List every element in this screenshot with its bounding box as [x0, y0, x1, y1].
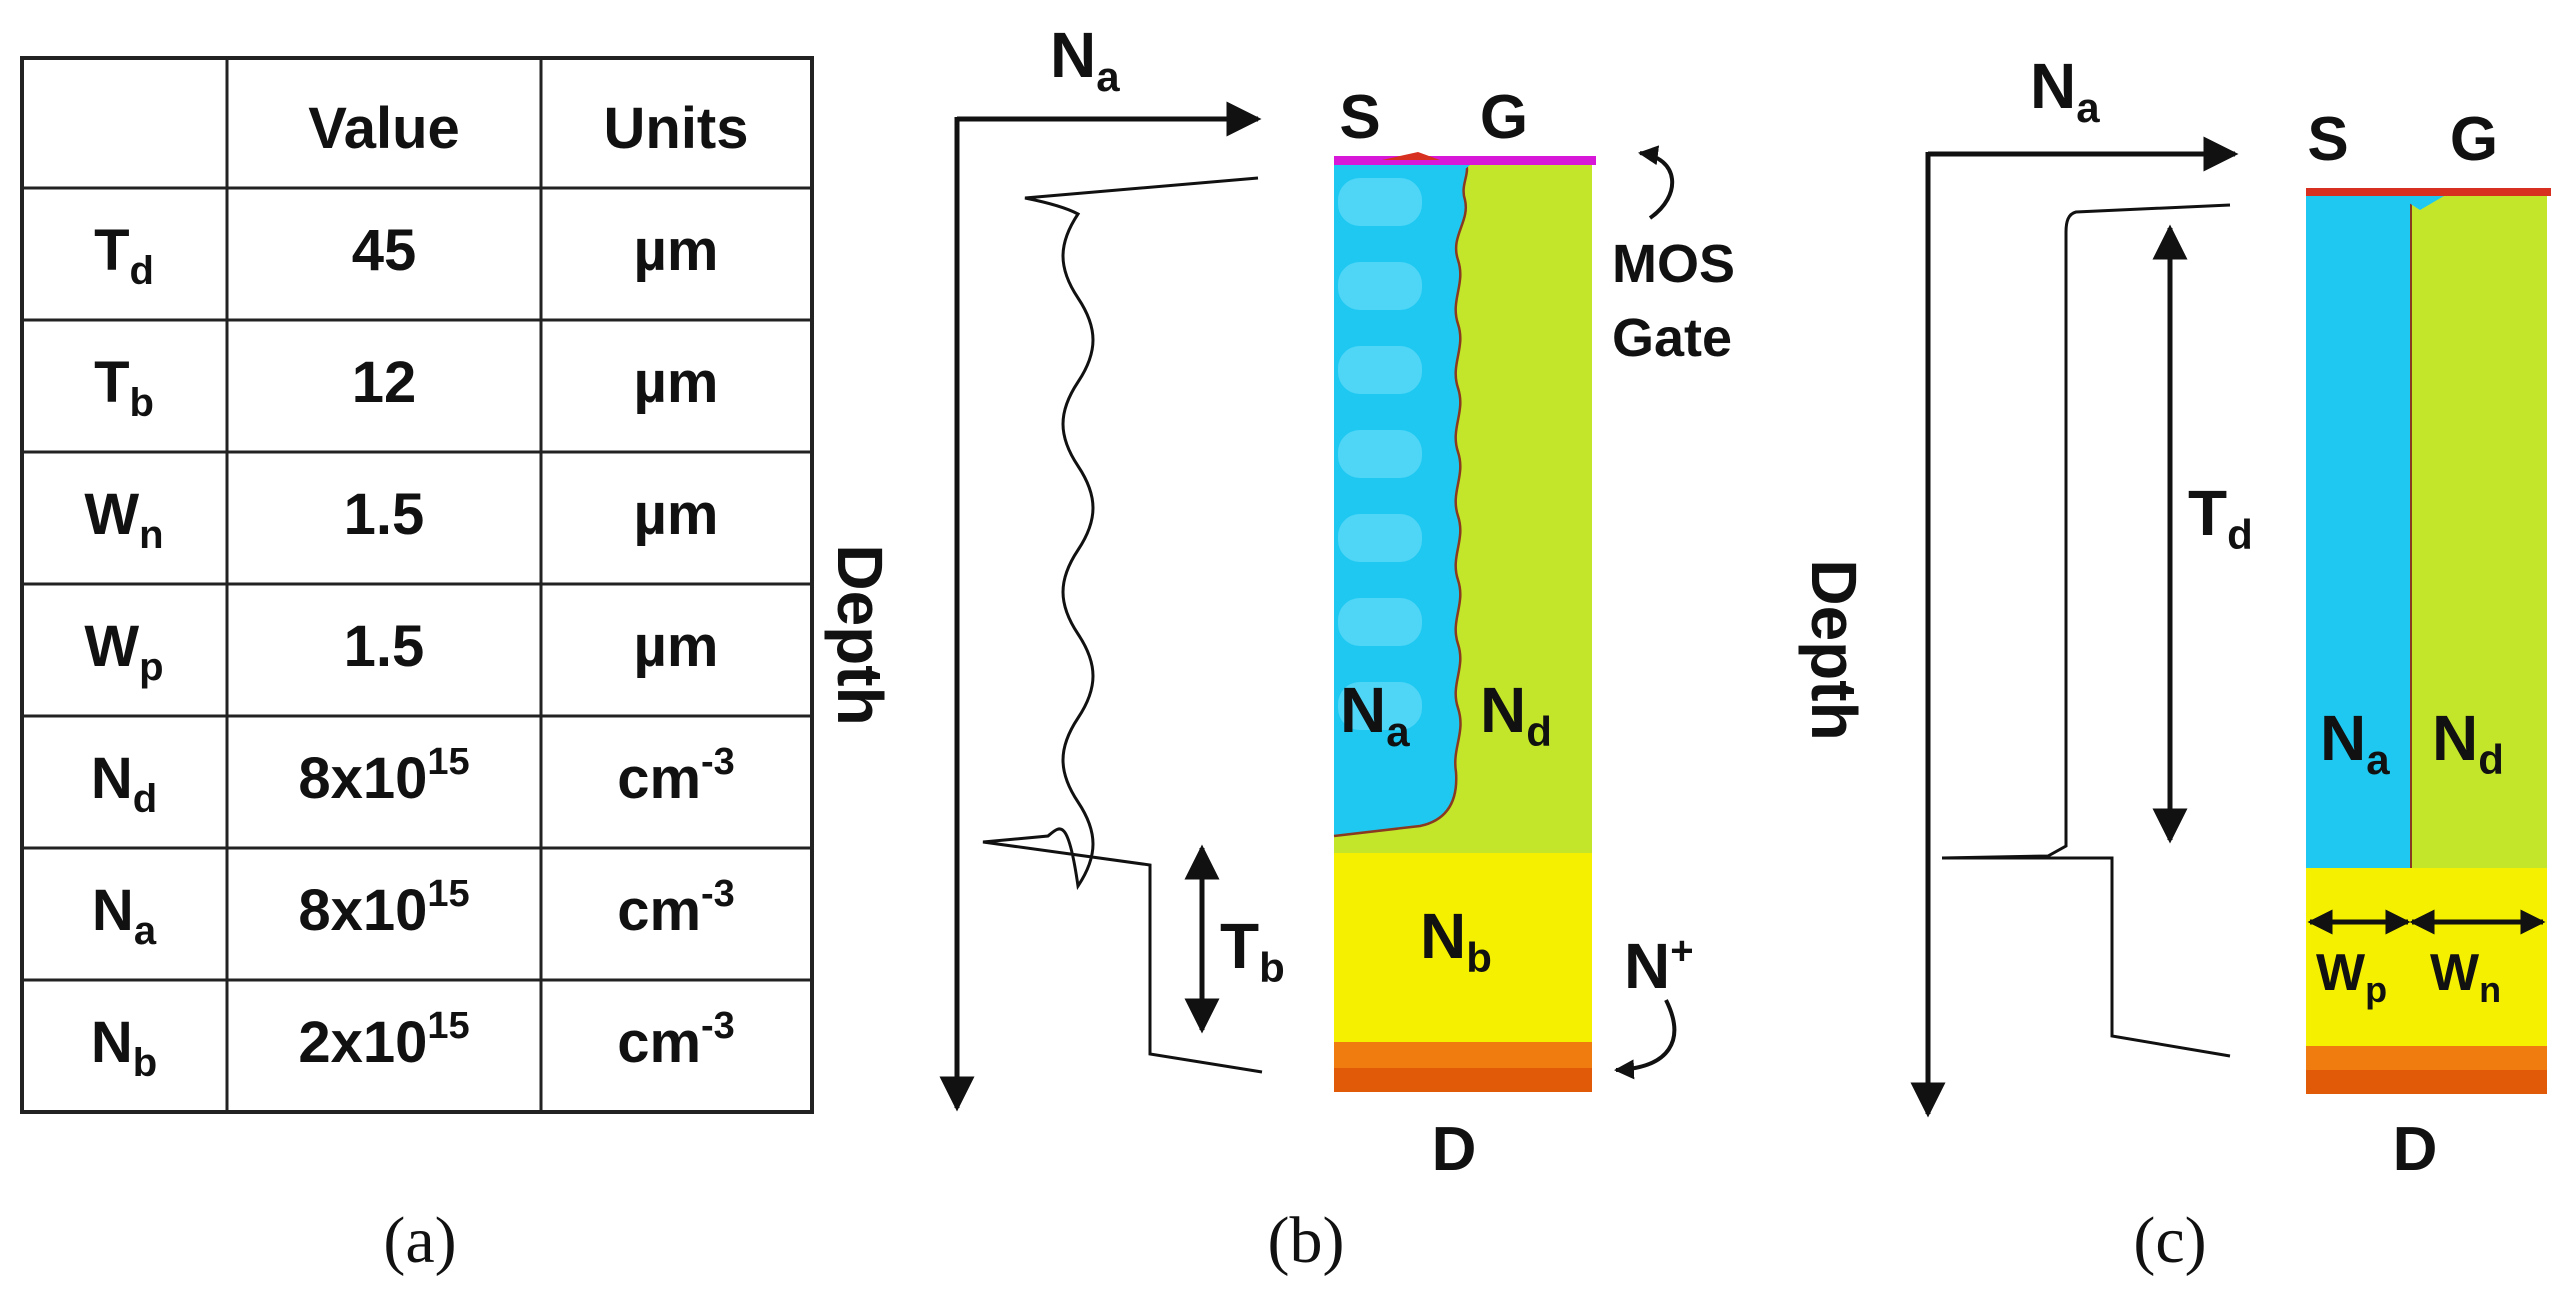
- table-row: Wp 1.5 µm: [84, 614, 718, 689]
- param-name: Nb: [91, 1010, 157, 1085]
- table-header-row: Value Units: [308, 96, 748, 161]
- param-units: µm: [634, 218, 719, 283]
- wn-label: Wn: [2430, 944, 2501, 1010]
- terminal-d-c: D: [2393, 1115, 2438, 1184]
- doping-profile-c: [1941, 203, 2231, 1058]
- param-value: 2x1015: [298, 1005, 469, 1075]
- param-value: 8x1015: [298, 741, 469, 811]
- caption-b: (b): [1268, 1204, 1345, 1277]
- terminal-s-c: S: [2307, 105, 2348, 174]
- gate-pointer-arrow: [1638, 145, 1675, 220]
- table-row: Tb 12 µm: [94, 350, 718, 425]
- param-units: µm: [634, 482, 719, 547]
- region-na-b: Na: [1340, 674, 1410, 755]
- na-axis-label-b: Na: [1050, 19, 1120, 100]
- param-value: 1.5: [344, 482, 425, 547]
- param-name: Td: [94, 218, 154, 293]
- panel-c: Na Depth Td S G D Na Nd Wp Wn: [1798, 50, 2551, 1184]
- table-row: Nb 2x1015 cm-3: [91, 1005, 735, 1085]
- param-units: cm-3: [617, 741, 735, 811]
- terminal-d-b: D: [1432, 1115, 1477, 1184]
- terminal-g-c: G: [2450, 105, 2498, 174]
- substrate-b: [1334, 1040, 1592, 1068]
- nplus-label: N+: [1624, 929, 1694, 1002]
- gate-note-line2: Gate: [1612, 308, 1732, 368]
- na-axis-label-c: Na: [2030, 50, 2100, 131]
- param-name: Nd: [91, 746, 157, 821]
- param-name: Tb: [94, 350, 154, 425]
- p-implant-bubbles-b: [1338, 178, 1422, 730]
- buffer-layer-c: [2306, 866, 2547, 1046]
- gate-note-line1: MOS: [1612, 234, 1735, 294]
- region-nd-c: Nd: [2432, 702, 2504, 783]
- param-value: 12: [352, 350, 417, 415]
- param-name: Na: [92, 878, 157, 953]
- gate-oxide-b: [1334, 156, 1596, 165]
- param-name: Wn: [84, 482, 163, 557]
- param-value: 1.5: [344, 614, 425, 679]
- region-na-c: Na: [2320, 702, 2390, 783]
- gate-oxide-c: [2306, 188, 2551, 196]
- panel-b: Na Depth Tb S G D MOS Gate Na: [824, 19, 1735, 1184]
- channel-tip-b: [1430, 165, 1470, 180]
- depth-label-b: Depth: [824, 544, 896, 725]
- param-value: 8x1015: [298, 873, 469, 943]
- param-units: µm: [634, 614, 719, 679]
- depth-label-c: Depth: [1798, 559, 1870, 740]
- channel-tip-c: [2398, 196, 2444, 210]
- caption-c: (c): [2133, 1204, 2206, 1277]
- terminal-g-b: G: [1480, 83, 1528, 152]
- tb-label: Tb: [1220, 910, 1285, 991]
- terminal-s-b: S: [1339, 83, 1380, 152]
- region-nd-b: Nd: [1480, 674, 1552, 755]
- region-nb-b: Nb: [1420, 900, 1492, 981]
- table-row: Wn 1.5 µm: [84, 482, 718, 557]
- nplus-pointer-arrow: [1614, 999, 1677, 1080]
- header-value: Value: [308, 96, 460, 161]
- buffer-layer-b: [1334, 852, 1592, 1042]
- doping-profile-b: [982, 176, 1263, 1074]
- substrate-c: [2306, 1044, 2547, 1070]
- caption-a: (a): [383, 1204, 456, 1277]
- p-pillar-c: [2306, 194, 2411, 868]
- wp-label: Wp: [2316, 944, 2387, 1010]
- table-row: Nd 8x1015 cm-3: [91, 741, 735, 821]
- param-units: cm-3: [617, 873, 735, 943]
- p-pillar-b: [1334, 163, 1467, 836]
- param-name: Wp: [84, 614, 163, 689]
- p-pillar-edge-b: [1333, 162, 1469, 838]
- param-value: 45: [352, 218, 417, 283]
- header-units: Units: [604, 96, 749, 161]
- td-label: Td: [2188, 477, 2253, 558]
- table-row: Na 8x1015 cm-3: [92, 873, 735, 953]
- table-row: Td 45 µm: [94, 218, 718, 293]
- source-contact-b: [1382, 152, 1440, 160]
- param-units: cm-3: [617, 1005, 735, 1075]
- param-units: µm: [634, 350, 719, 415]
